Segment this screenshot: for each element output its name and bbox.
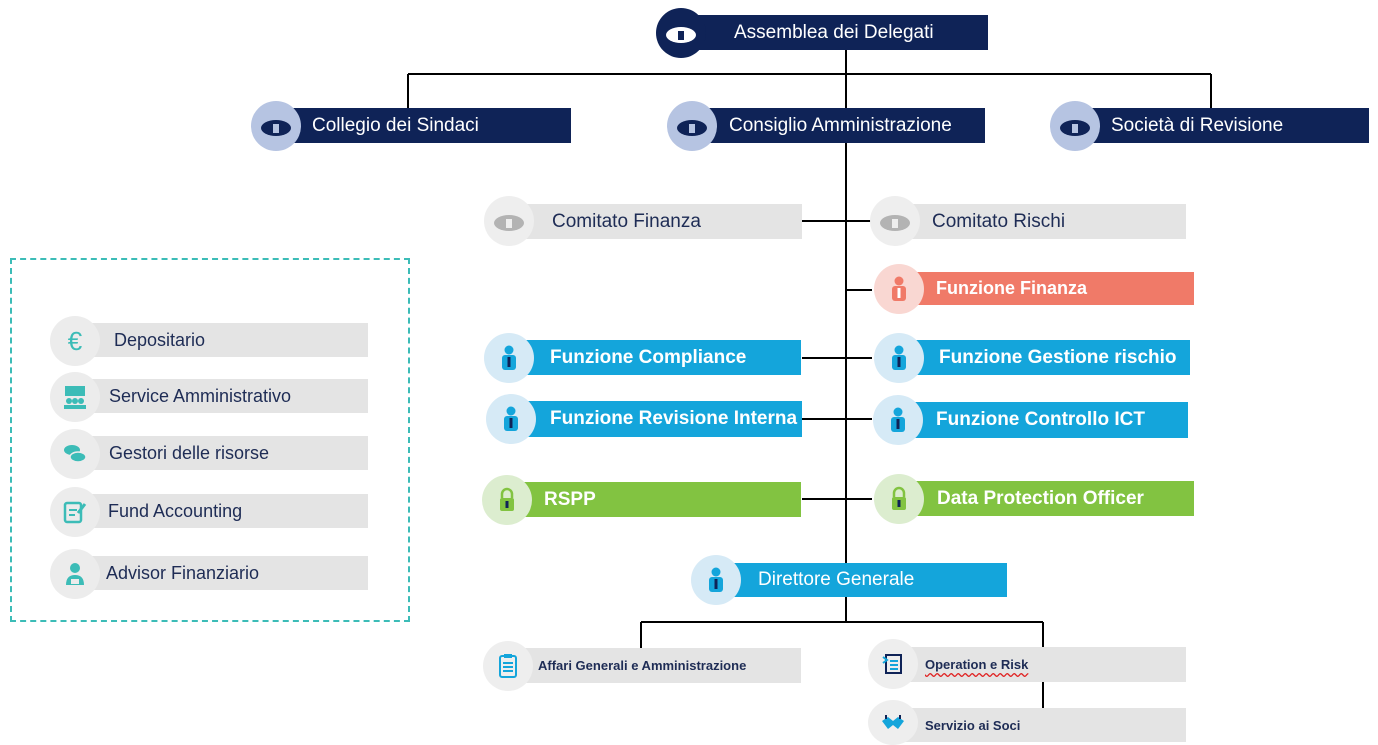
comitato-rischi-label: Comitato Rischi [932, 210, 1066, 232]
external-providers-box [10, 258, 410, 622]
people-group-icon [656, 8, 706, 58]
advisor-person-icon [50, 549, 100, 599]
clipboard-icon [868, 639, 918, 689]
coins-icon [50, 429, 100, 479]
gestori-label: Gestori delle risorse [109, 442, 270, 463]
advisor-label: Advisor Finanziario [106, 562, 260, 583]
affari-label: Affari Generali e Amministrazione [538, 658, 747, 673]
handshake-icon [868, 700, 918, 745]
dpo-label: Data Protection Officer [937, 487, 1144, 509]
people-group-icon [870, 196, 920, 246]
euro-icon: € [50, 316, 100, 366]
person-icon [486, 394, 536, 444]
person-icon [691, 555, 741, 605]
funzione-finanza-label: Funzione Finanza [936, 278, 1087, 298]
service-label: Service Amministrativo [109, 385, 292, 406]
lock-icon [482, 475, 532, 525]
people-desk-icon [50, 372, 100, 422]
person-icon [874, 333, 924, 383]
people-group-icon [667, 101, 717, 151]
rspp-label: RSPP [544, 488, 596, 510]
assemblea-label: Assemblea dei Delegati [734, 21, 934, 43]
person-icon [873, 395, 923, 445]
revisione-interna-label: Funzione Revisione Interna [550, 408, 798, 429]
revisione-label: Società di Revisione [1111, 114, 1284, 136]
collegio-label: Collegio dei Sindaci [312, 114, 479, 136]
clipboard-icon [483, 641, 533, 691]
servizio-label: Servizio ai Soci [925, 717, 1021, 733]
gestione-rischio-label: Funzione Gestione rischio [939, 346, 1177, 368]
person-icon [484, 333, 534, 383]
people-group-icon [1050, 101, 1100, 151]
people-group-icon [251, 101, 301, 151]
depositario-label: Depositario [114, 329, 206, 350]
person-icon [874, 264, 924, 314]
people-group-icon [484, 196, 534, 246]
edit-document-icon [50, 487, 100, 537]
controllo-ict-label: Funzione Controllo ICT [936, 409, 1145, 430]
comitato-finanza-label: Comitato Finanza [552, 210, 701, 232]
compliance-label: Funzione Compliance [550, 346, 747, 368]
operation-label: Operation e Risk [925, 657, 1029, 672]
fund-label: Fund Accounting [108, 500, 243, 521]
direttore-label: Direttore Generale [758, 569, 915, 590]
consiglio-label: Consiglio Amministrazione [729, 114, 952, 136]
lock-icon [874, 474, 924, 524]
